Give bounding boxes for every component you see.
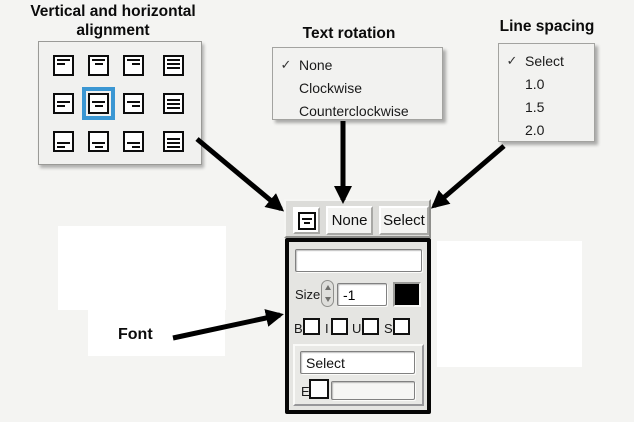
menu-item-clockwise[interactable]: Clockwise [273, 76, 442, 99]
align-icon-bottom-left[interactable] [53, 131, 74, 152]
menu-item-label: Clockwise [299, 79, 363, 96]
align-icon-bottom-center[interactable] [88, 131, 109, 152]
check-icon: ✓ [506, 52, 518, 68]
menu-item-label: 1.5 [525, 98, 545, 115]
underline-label: U [352, 321, 362, 336]
align-icon-bottom-justify[interactable] [163, 131, 184, 152]
text-format-toolbar: None Select [284, 199, 431, 238]
align-icon-bottom-right[interactable] [123, 131, 144, 152]
rotation-value: None [331, 212, 368, 229]
align-icon-middle-justify[interactable] [163, 93, 184, 114]
e-label: E [301, 384, 310, 399]
strikeout-checkbox[interactable] [393, 318, 410, 335]
menu-item-label: None [299, 56, 333, 73]
menu-item-2-0[interactable]: 2.0 [499, 118, 594, 141]
arrow-spacing-to-toolbar [430, 144, 506, 209]
size-spinner[interactable] [321, 280, 334, 307]
arrow-alignment-to-toolbar [195, 137, 285, 212]
menu-item-counterclockwise[interactable]: Counterclockwise [273, 99, 442, 122]
menu-item-label: 2.0 [525, 121, 545, 138]
align-icon-middle-center[interactable] [82, 87, 115, 120]
font-name-field[interactable] [295, 249, 422, 272]
font-label: Font [118, 326, 153, 343]
e-checkbox[interactable] [309, 379, 329, 399]
font-select-field[interactable]: Select [300, 351, 415, 374]
align-icon-top-right[interactable] [123, 55, 144, 76]
size-label: Size [295, 287, 321, 302]
rotation-title: Text rotation [302, 25, 396, 42]
underline-checkbox[interactable] [362, 318, 379, 335]
align-icon-middle-left[interactable] [53, 93, 74, 114]
italic-checkbox[interactable] [331, 318, 348, 335]
align-icon-top-justify[interactable] [163, 55, 184, 76]
strikeout-label: S [384, 321, 393, 336]
menu-item-label: Select [525, 52, 564, 69]
color-swatch[interactable] [393, 282, 421, 307]
bold-checkbox[interactable] [303, 318, 320, 335]
alignment-title: Vertical and horizontal alignment [30, 3, 196, 39]
check-icon: ✓ [280, 56, 292, 72]
bold-label: B [294, 321, 303, 336]
align-icon-top-center[interactable] [88, 55, 109, 76]
font-panel: Size B I U S Select E [285, 238, 431, 414]
spacing-dropdown-button[interactable]: Select [379, 206, 429, 235]
background-patch [437, 241, 582, 367]
size-field[interactable] [337, 283, 387, 306]
align-center-icon [297, 211, 316, 230]
rotation-dropdown-button[interactable]: None [326, 206, 373, 235]
spacing-value: Select [383, 212, 425, 229]
spacing-menu: ✓ Select 1.0 1.5 2.0 [498, 43, 595, 142]
rotation-menu: ✓ None Clockwise Counterclockwise [272, 47, 443, 120]
menu-item-1-5[interactable]: 1.5 [499, 95, 594, 118]
font-select-value: Select [306, 354, 345, 371]
align-icon-middle-right[interactable] [123, 93, 144, 114]
italic-label: I [325, 321, 329, 336]
alignment-button[interactable] [293, 207, 320, 234]
menu-item-none[interactable]: ✓ None [273, 53, 442, 76]
menu-item-label: Counterclockwise [299, 102, 409, 119]
menu-item-1-0[interactable]: 1.0 [499, 72, 594, 95]
align-icon-top-left[interactable] [53, 55, 74, 76]
font-select-group: Select E [293, 344, 424, 406]
alignment-palette [38, 41, 202, 165]
spacing-title: Line spacing [499, 18, 595, 35]
menu-item-label: 1.0 [525, 75, 545, 92]
e-field[interactable] [331, 381, 415, 400]
background-patch [88, 296, 225, 356]
menu-item-select[interactable]: ✓ Select [499, 49, 594, 72]
